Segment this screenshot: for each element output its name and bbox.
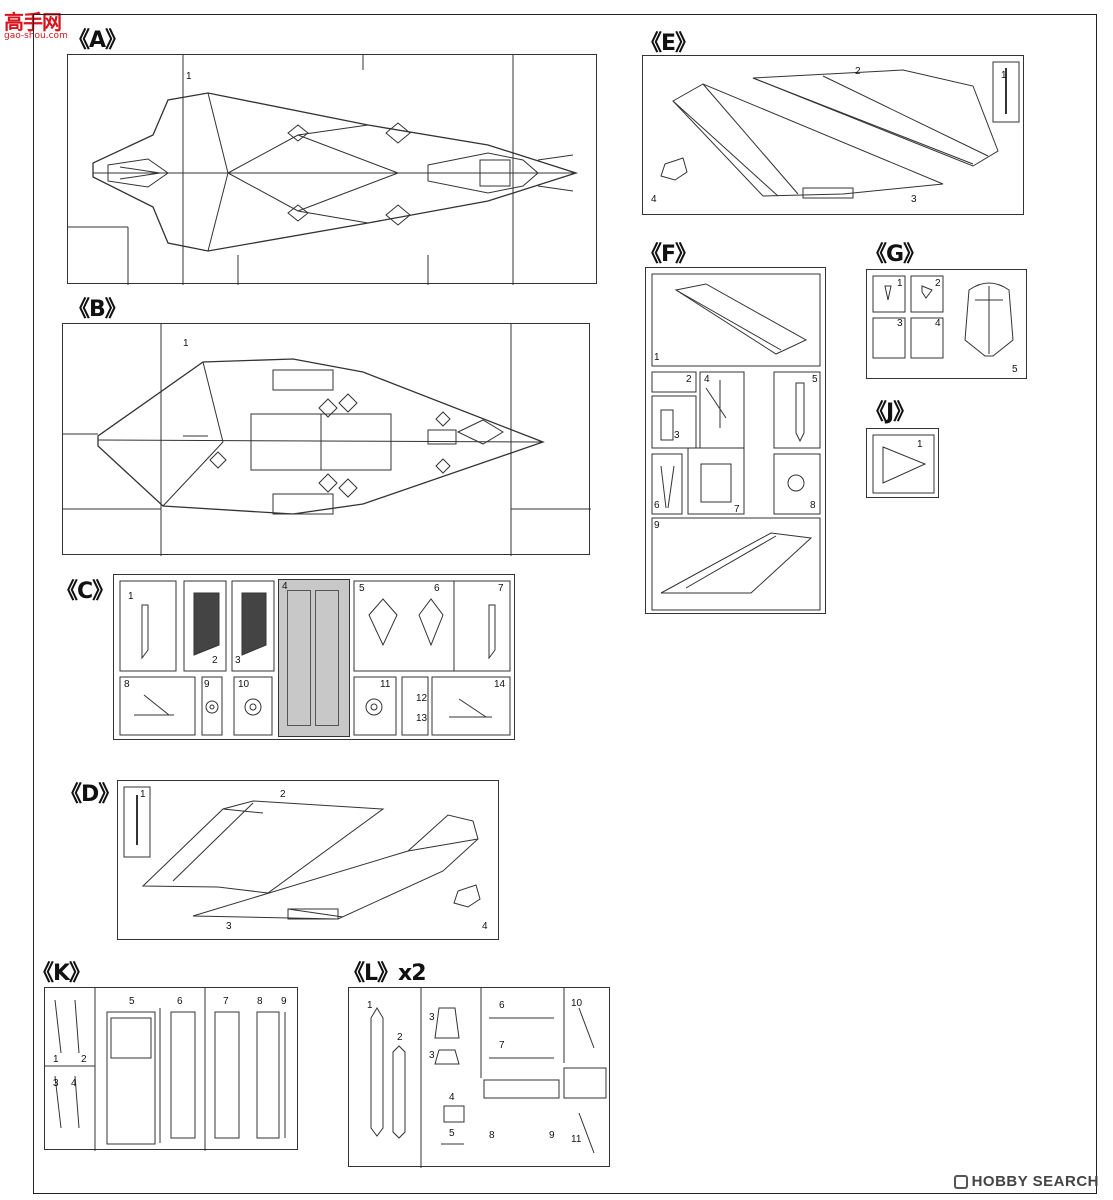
part-l4: 4 — [449, 1092, 455, 1103]
part-k2: 2 — [81, 1054, 87, 1065]
part-k5: 5 — [129, 996, 135, 1007]
part-l3a: 3 — [429, 1012, 435, 1023]
part-g3: 3 — [897, 318, 903, 329]
part-l10: 10 — [571, 998, 583, 1009]
label-e: 《E》 — [640, 31, 697, 56]
part-c4-plate — [278, 579, 350, 737]
runner-b-drawing — [63, 324, 591, 556]
part-e2: 2 — [855, 66, 861, 77]
hobby-search-icon — [953, 1175, 968, 1189]
part-e1: 1 — [1001, 70, 1007, 81]
part-c5: 5 — [359, 583, 365, 594]
part-j1: 1 — [917, 439, 923, 450]
part-d2: 2 — [280, 789, 286, 800]
part-f3: 3 — [674, 430, 680, 441]
part-c10: 10 — [238, 679, 250, 690]
part-l6: 6 — [499, 1000, 505, 1011]
part-k1: 1 — [53, 1054, 59, 1065]
runner-f-drawing — [651, 273, 821, 611]
part-a1: 1 — [186, 71, 192, 82]
runner-a: 1 — [67, 54, 597, 285]
runner-c: 1 2 3 4 5 6 7 8 9 10 11 12 13 14 — [113, 574, 515, 740]
part-k8: 8 — [257, 996, 263, 1007]
runner-g-drawing — [872, 275, 1014, 359]
part-f1: 1 — [654, 352, 660, 363]
part-f8: 8 — [810, 500, 816, 511]
part-g4: 4 — [935, 318, 941, 329]
part-f9: 9 — [654, 520, 660, 531]
label-d: 《D》 — [60, 782, 120, 807]
runner-d: 1 2 3 4 — [117, 780, 499, 940]
label-b: 《B》 — [68, 297, 127, 322]
part-k6: 6 — [177, 996, 183, 1007]
part-c2: 2 — [212, 655, 218, 666]
part-f7: 7 — [734, 504, 740, 515]
part-c7: 7 — [498, 583, 504, 594]
runner-a-drawing — [68, 55, 579, 285]
part-l8: 8 — [489, 1130, 495, 1141]
part-b1: 1 — [183, 338, 189, 349]
part-d1: 1 — [140, 789, 146, 800]
part-l7: 7 — [499, 1040, 505, 1051]
runner-e-drawing — [660, 61, 1020, 199]
part-c1: 1 — [128, 591, 134, 602]
runner-j-drawing — [872, 434, 935, 494]
runner-f: 1 2 3 4 5 6 7 8 9 — [645, 267, 826, 614]
runner-b: 1 — [62, 323, 591, 556]
logo-url: gao-shou.com — [4, 31, 68, 41]
label-k: 《K》 — [32, 961, 91, 986]
part-c6: 6 — [434, 583, 440, 594]
part-f5: 5 — [812, 374, 818, 385]
part-e4: 4 — [651, 194, 657, 205]
label-j: 《J》 — [865, 400, 915, 425]
part-k7: 7 — [223, 996, 229, 1007]
part-l9: 9 — [549, 1130, 555, 1141]
part-c3: 3 — [235, 655, 241, 666]
part-f4: 4 — [704, 374, 710, 385]
part-k3: 3 — [53, 1078, 59, 1089]
part-d3: 3 — [226, 921, 232, 932]
part-l3b: 3 — [429, 1050, 435, 1061]
label-g: 《G》 — [865, 242, 925, 267]
part-l11: 11 — [571, 1134, 582, 1145]
hobby-search-watermark: HOBBY SEARCH — [953, 1173, 1099, 1190]
part-f6: 6 — [654, 500, 660, 511]
runner-l: 1 2 3 3 4 5 6 7 8 9 10 11 — [348, 987, 610, 1168]
runner-k-drawing — [45, 988, 286, 1151]
part-c13: 13 — [416, 713, 428, 724]
part-c8: 8 — [124, 679, 130, 690]
part-l2: 2 — [397, 1032, 403, 1043]
watermark-text: HOBBY SEARCH — [971, 1173, 1099, 1190]
runner-j: 1 — [866, 428, 939, 498]
part-c14: 14 — [494, 679, 506, 690]
runner-l-drawing — [370, 988, 607, 1168]
part-g2: 2 — [935, 278, 941, 289]
part-g5: 5 — [1012, 364, 1018, 375]
sheet-frame — [33, 14, 1097, 1194]
part-d4: 4 — [482, 921, 488, 932]
part-f2: 2 — [686, 374, 692, 385]
label-c: 《C》 — [56, 579, 114, 604]
part-c11: 11 — [380, 679, 391, 690]
part-e3: 3 — [911, 194, 917, 205]
label-f: 《F》 — [640, 242, 697, 267]
part-k9: 9 — [281, 996, 287, 1007]
label-l: 《L》x2 — [343, 961, 427, 986]
runner-e: 1 2 3 4 — [642, 55, 1024, 215]
part-c9: 9 — [204, 679, 210, 690]
part-k4: 4 — [71, 1078, 77, 1089]
runner-g: 1 2 3 4 5 — [866, 269, 1027, 379]
part-l1: 1 — [367, 1000, 373, 1011]
part-l5: 5 — [449, 1128, 455, 1139]
part-g1: 1 — [897, 278, 903, 289]
part-c4: 4 — [282, 581, 288, 592]
runner-d-drawing — [123, 786, 481, 920]
label-a: 《A》 — [68, 28, 127, 53]
runner-c-drawing — [119, 580, 511, 736]
part-c12: 12 — [416, 693, 428, 704]
runner-k: 1 2 3 4 5 6 7 8 9 — [44, 987, 298, 1151]
